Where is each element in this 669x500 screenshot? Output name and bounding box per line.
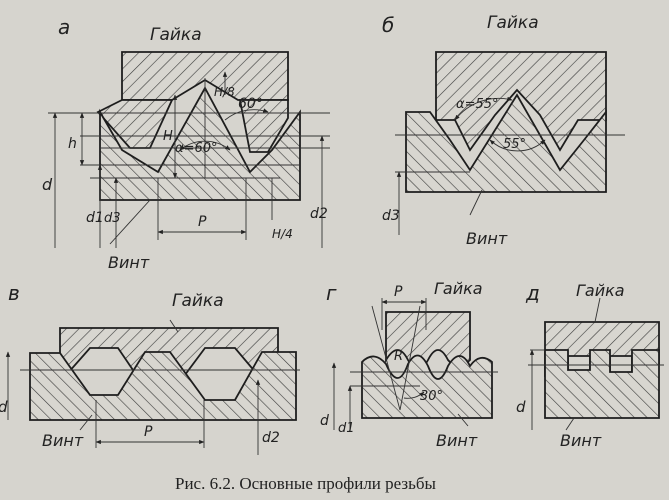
panel-a-dim-d2: d2 xyxy=(310,206,328,222)
panel-a-dim-angle: 60° xyxy=(238,96,263,112)
panel-a-bolt-label: Винт xyxy=(108,253,150,272)
panel-b-nut xyxy=(435,51,607,152)
panel-c-dim-P: P xyxy=(144,424,153,440)
panel-a: а Гайка Винт xyxy=(42,15,330,272)
panel-d-letter: г xyxy=(326,281,337,305)
panel-d-dim-R: R xyxy=(394,349,403,364)
panel-b-letter: б xyxy=(382,13,394,37)
panel-a-dim-P: P xyxy=(198,214,207,230)
panel-b-dimensions xyxy=(395,96,625,235)
panel-e-bolt xyxy=(544,349,660,419)
panel-e-bolt-label: Винт xyxy=(560,431,602,450)
panel-b-dim-d3: d3 xyxy=(382,208,400,224)
panel-b-bolt-label: Винт xyxy=(466,229,508,248)
figure-caption: Рис. 6.2. Основные профили резьбы xyxy=(175,474,437,493)
panel-d-dim-angle: 30° xyxy=(420,389,443,404)
panel-d-nut-label: Гайка xyxy=(434,279,483,298)
panel-c-nut-label: Гайка xyxy=(172,291,224,311)
panel-c: в Гайка Винт d d2 P xyxy=(0,281,300,455)
panel-e-nut-label: Гайка xyxy=(576,281,625,300)
panel-a-dim-H4: H/4 xyxy=(272,227,293,241)
panel-a-dim-alpha: α=60° xyxy=(175,141,218,156)
panel-a-bolt xyxy=(99,86,301,201)
panel-e-dim-d: d xyxy=(516,398,526,416)
panel-c-dimensions xyxy=(5,319,300,455)
panel-a-nut-label: Гайка xyxy=(150,25,202,45)
panel-c-letter: в xyxy=(8,281,20,305)
panel-d: г P Гайка R 30° d d1 Винт xyxy=(320,279,498,450)
panel-a-dim-h: h xyxy=(68,136,77,152)
panel-d-dim-P: P xyxy=(394,284,403,300)
panel-d-dim-d: d xyxy=(320,413,329,429)
panel-a-dim-H8: H/8 xyxy=(214,85,235,99)
panel-a-dim-d3: d3 xyxy=(104,211,121,226)
panel-a-letter: а xyxy=(58,15,70,39)
panel-d-dimensions xyxy=(331,298,498,430)
panel-a-dim-d1: d1 xyxy=(86,210,104,226)
panel-d-dim-d1: d1 xyxy=(338,421,355,436)
panel-b-dim-alpha: α=55° xyxy=(456,97,499,112)
panel-b-nut-label: Гайка xyxy=(487,13,539,33)
panel-c-dim-d2: d2 xyxy=(262,430,280,446)
panel-d-bolt-label: Винт xyxy=(436,431,478,450)
panel-e-letter: д xyxy=(525,281,540,305)
panel-e-dimensions xyxy=(528,297,664,431)
panel-b-dim-angle: 55° xyxy=(503,137,526,152)
panel-c-bolt-label: Винт xyxy=(42,431,84,450)
panel-a-dim-d: d xyxy=(42,175,53,194)
panel-a-dim-H: H xyxy=(163,129,173,144)
panel-b: б Гайка Винт d3 α=55° 55° xyxy=(382,13,625,248)
panel-a-dimensions xyxy=(48,71,330,248)
panel-e: д Гайка Винт d xyxy=(516,281,664,450)
panel-c-dim-d: d xyxy=(0,398,8,416)
panel-d-bolt xyxy=(361,354,493,419)
panel-c-bolt xyxy=(29,351,297,421)
